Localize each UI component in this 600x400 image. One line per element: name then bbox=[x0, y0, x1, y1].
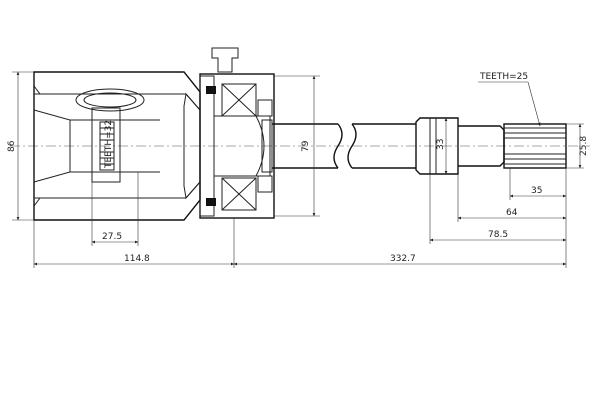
dim-shaft-diameter-label: 79 bbox=[301, 140, 311, 152]
outer-teeth-leader bbox=[478, 81, 541, 127]
dim-stub-total-label: 78.5 bbox=[488, 230, 508, 240]
outer-spline bbox=[503, 123, 567, 169]
drive-shaft bbox=[272, 123, 416, 169]
tripod-roller bbox=[75, 88, 145, 183]
inner-teeth-label: TEETH=32 bbox=[104, 120, 114, 169]
inner-spline bbox=[99, 121, 115, 171]
dim-joint-length-label: 114.8 bbox=[124, 254, 150, 264]
dim-shaft-diameter bbox=[274, 75, 320, 217]
dim-housing-height bbox=[12, 71, 34, 221]
dim-stub-total bbox=[429, 174, 567, 244]
dim-stub-length-label: 64 bbox=[506, 208, 518, 218]
dim-spline-diameter-label: 25.8 bbox=[579, 136, 589, 156]
dim-housing-height-label: 86 bbox=[7, 140, 17, 152]
dim-inner-offset-label: 27.5 bbox=[102, 232, 122, 242]
dim-spline-length bbox=[509, 168, 567, 222]
bearing-assembly bbox=[199, 47, 275, 219]
dim-shaft-length bbox=[233, 244, 567, 268]
dim-inner-offset bbox=[91, 172, 139, 246]
dim-collar-diameter-label: 33 bbox=[436, 139, 446, 150]
dim-spline-length-label: 35 bbox=[531, 186, 542, 196]
dim-stub-length bbox=[457, 174, 567, 222]
dim-shaft-length-label: 332.7 bbox=[390, 254, 416, 264]
outer-teeth-label: TEETH=25 bbox=[479, 72, 528, 82]
dim-joint-length bbox=[33, 218, 235, 268]
dim-spline-diameter bbox=[566, 123, 584, 169]
